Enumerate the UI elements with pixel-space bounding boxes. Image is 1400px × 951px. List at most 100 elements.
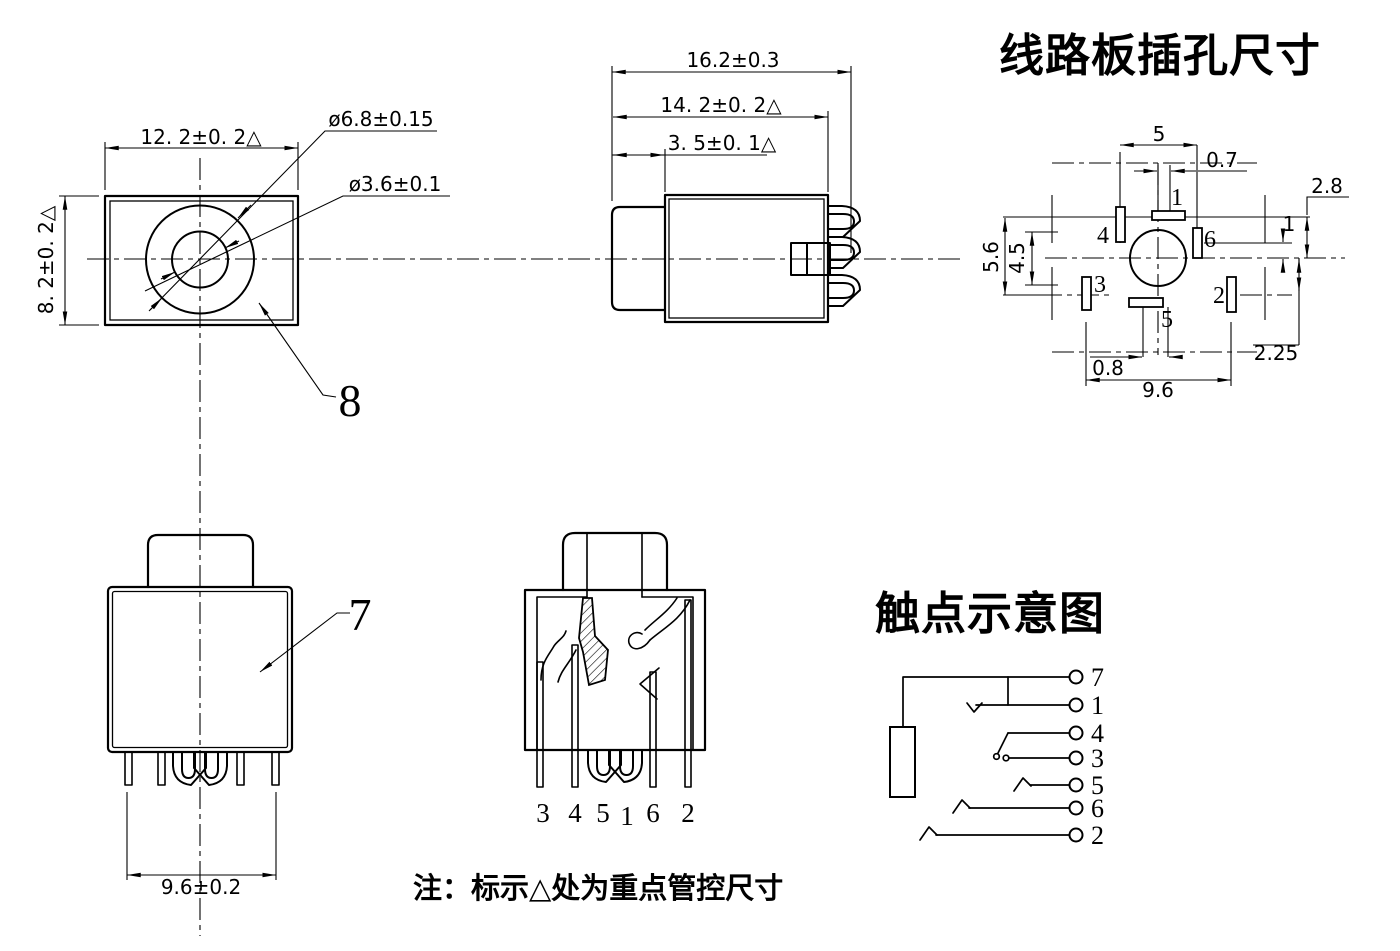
claw-mid-inner <box>828 244 855 261</box>
pad-5 <box>1128 297 1164 308</box>
section-claw-left-inner <box>596 750 611 776</box>
terminal-circle-3 <box>1068 750 1084 766</box>
pin-span-extension-lines <box>126 792 277 880</box>
spring-right-inner <box>644 597 678 631</box>
inner-dia-leader <box>144 195 450 292</box>
inner-span-text: 4.5 <box>1005 242 1029 274</box>
top-slot-lines <box>1157 165 1171 211</box>
pad-label-5: 5 <box>1161 307 1173 333</box>
part7-leader <box>259 612 350 673</box>
pcb-pads <box>1081 206 1237 313</box>
claw-bottom-outer <box>828 274 861 307</box>
section-pins <box>536 599 692 788</box>
pitch-top-text: 5 <box>1153 122 1166 146</box>
terminal-circle-1 <box>1068 697 1084 713</box>
slot-top-text: 0.7 <box>1206 148 1238 172</box>
offset-right-text: 2.8 <box>1311 174 1343 198</box>
section-spring-contacts <box>540 597 691 700</box>
pad-4 <box>1115 206 1126 243</box>
section-view: 3 4 5 1 6 2 <box>523 531 707 831</box>
terminal-circle-7 <box>1068 669 1084 685</box>
center-hole-circle <box>1129 229 1187 287</box>
front-view: 9.6±0.2 7 <box>106 533 372 899</box>
front-claw-right-inner <box>204 753 219 779</box>
width-extension-lines <box>104 142 299 190</box>
offset-right-leader <box>1306 196 1349 215</box>
front-center-claws <box>172 753 228 786</box>
terminal1-check-contact <box>966 702 983 713</box>
section-pin-label-4: 4 <box>568 798 582 828</box>
jack-outer-circle <box>145 204 255 315</box>
solder-lug-claws <box>828 205 861 307</box>
terminal-circle-2 <box>1068 827 1084 843</box>
front-claw-right-outer <box>193 753 228 786</box>
front-body-inner-line <box>111 590 289 749</box>
inner-dia-text: ø3.6±0.1 <box>349 172 442 196</box>
terminal-label-2: 2 <box>1091 821 1104 850</box>
claw-mid-outer <box>828 236 861 269</box>
section-claw-left-outer <box>587 750 622 783</box>
terminal-label-3: 3 <box>1091 744 1104 773</box>
spring-right-outer <box>649 599 691 641</box>
terminal-circles <box>1068 669 1084 843</box>
front-pin-outer-right <box>271 751 280 786</box>
part8-leader <box>258 302 337 398</box>
front-pin-inner-left <box>157 751 166 786</box>
front-pins <box>124 751 280 786</box>
side-extension-lines <box>611 66 852 253</box>
section-pin-labels: 3 4 5 1 6 2 <box>536 798 695 831</box>
section-pin-4 <box>571 644 579 788</box>
jack-inner-circle <box>171 230 229 289</box>
rear-body-inner-line <box>109 200 294 321</box>
pin-span-text: 9.6±0.2 <box>161 875 241 899</box>
front-claw-left-inner <box>181 753 196 779</box>
front-pin-outer-left <box>124 751 133 786</box>
pad-label-6: 6 <box>1204 227 1216 253</box>
rear-body-outline <box>103 194 300 327</box>
terminal5-spring-chevron <box>1013 777 1032 792</box>
terminal-label-7: 7 <box>1091 663 1104 692</box>
outer-dia-leader <box>149 130 437 311</box>
part8-label: 8 <box>339 375 362 426</box>
terminal-label-5: 5 <box>1091 771 1104 800</box>
section-pin-label-1: 1 <box>620 801 634 831</box>
width-dim-text: 12. 2±0. 2△ <box>140 125 262 149</box>
height-dim-text: 8. 2±0. 2△ <box>34 205 58 314</box>
claw-bottom-inner <box>828 282 855 299</box>
section-center-contact-hatched <box>578 597 609 687</box>
terminal-label-4: 4 <box>1091 719 1104 748</box>
front-claw-left-outer <box>172 753 207 786</box>
section-bore-lines <box>586 532 643 598</box>
section-pin-6 <box>649 671 657 788</box>
spring-chevron-right <box>639 667 660 700</box>
inner-dia-arrow-b <box>160 271 176 281</box>
offset-bottom-right-line <box>1253 258 1300 346</box>
note-text: 注：标示△处为重点管控尺寸 <box>413 871 783 905</box>
offset-bottom-right-text: 2.25 <box>1254 341 1299 365</box>
section-pin-label-3: 3 <box>536 798 550 828</box>
section-claw-right-inner <box>619 750 634 776</box>
pad-6 <box>1192 227 1203 259</box>
section-pin-label-5: 5 <box>596 798 610 828</box>
pad-2 <box>1226 276 1237 313</box>
terminal-circle-5 <box>1068 777 1084 793</box>
spring-right-curl <box>627 631 651 650</box>
front-barrel-outline <box>146 533 255 589</box>
pcb-dimensions: 5 0.7 2.8 1 5.6 4.5 0.8 9.6 <box>979 122 1349 402</box>
terminal-labels: 7 1 4 3 5 6 2 <box>1091 663 1104 850</box>
section-pin-2 <box>684 599 692 788</box>
row-span-left-text: 5.6 <box>979 241 1003 273</box>
terminal-circle-6 <box>1068 800 1084 816</box>
pcb-pad-labels: 1 4 6 3 5 2 <box>1094 185 1225 333</box>
contact-schematic-title: 触点示意图 <box>875 587 1105 640</box>
terminal2-spring-chevron <box>919 826 938 841</box>
slot-bottom-text: 0.8 <box>1092 356 1124 380</box>
section-pin-3 <box>536 661 544 788</box>
outer-dia-arrow-a <box>237 204 252 219</box>
outer-dia-text: ø6.8±0.15 <box>328 107 433 131</box>
pad-1 <box>1151 210 1186 221</box>
pad-label-1: 1 <box>1171 185 1183 211</box>
claw-top-inner <box>828 213 855 230</box>
